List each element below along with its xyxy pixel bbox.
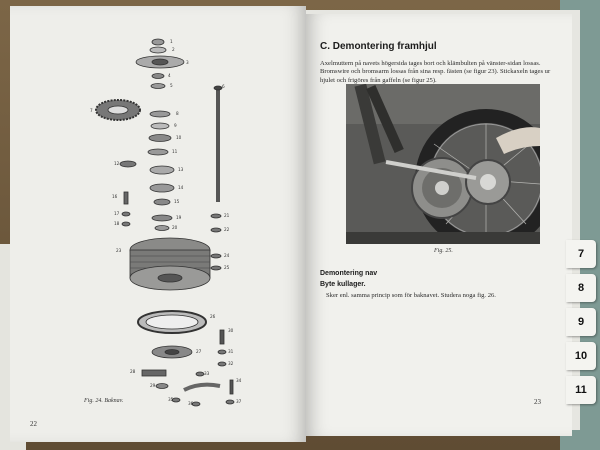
- photo-caption: Fig. 25.: [434, 248, 453, 254]
- svg-text:31: 31: [228, 349, 234, 354]
- svg-text:7: 7: [90, 108, 93, 113]
- svg-text:26: 26: [210, 314, 216, 319]
- right-page: C. Demontering framhjul Axelmuttern på n…: [306, 14, 572, 436]
- svg-text:14: 14: [178, 185, 184, 190]
- svg-text:10: 10: [176, 135, 182, 140]
- svg-text:13: 13: [178, 167, 184, 172]
- svg-text:12: 12: [114, 161, 120, 166]
- svg-text:25: 25: [224, 265, 230, 270]
- svg-text:35: 35: [168, 397, 174, 402]
- svg-text:23: 23: [116, 248, 122, 253]
- svg-text:3: 3: [186, 60, 189, 65]
- svg-text:22: 22: [224, 227, 230, 232]
- nav-heading: Demontering nav: [320, 270, 378, 277]
- svg-text:9: 9: [174, 123, 177, 128]
- photo-illustration: [346, 84, 540, 244]
- svg-text:19: 19: [176, 215, 182, 220]
- svg-text:15: 15: [174, 199, 180, 204]
- svg-text:6: 6: [222, 84, 225, 89]
- svg-text:34: 34: [236, 378, 242, 383]
- svg-text:28: 28: [130, 369, 136, 374]
- svg-text:33: 33: [204, 371, 210, 376]
- svg-text:4: 4: [168, 73, 171, 78]
- svg-text:29: 29: [150, 383, 156, 388]
- svg-text:18: 18: [114, 221, 120, 226]
- svg-text:36: 36: [188, 401, 194, 406]
- index-tab-10[interactable]: 10: [566, 342, 596, 370]
- svg-text:17: 17: [114, 211, 120, 216]
- svg-text:24: 24: [224, 253, 230, 258]
- wheel-hub-photo: [346, 84, 540, 244]
- svg-text:2: 2: [172, 47, 175, 52]
- svg-text:1: 1: [170, 39, 173, 44]
- page-number-right: 23: [534, 398, 541, 406]
- svg-text:5: 5: [170, 83, 173, 88]
- svg-text:8: 8: [176, 111, 179, 116]
- index-tab-8[interactable]: 8: [566, 274, 596, 302]
- index-tab-7[interactable]: 7: [566, 240, 596, 268]
- svg-text:37: 37: [236, 399, 242, 404]
- section-title: C. Demontering framhjul: [320, 41, 437, 52]
- bearing-heading: Byte kullager.: [320, 281, 366, 288]
- intro-paragraph: Axelmuttern på navets högersida tages bo…: [320, 60, 551, 84]
- svg-text:30: 30: [228, 328, 234, 333]
- index-tab-9[interactable]: 9: [566, 308, 596, 336]
- bearing-text: Sker enl. samma princip som för baknavet…: [326, 292, 496, 299]
- svg-text:16: 16: [112, 194, 118, 199]
- svg-text:32: 32: [228, 361, 234, 366]
- figure-caption: Fig. 24. Baknav.: [84, 398, 124, 404]
- svg-text:27: 27: [196, 349, 202, 354]
- svg-text:11: 11: [172, 149, 178, 154]
- index-tab-11[interactable]: 11: [566, 376, 596, 404]
- svg-text:20: 20: [172, 225, 178, 230]
- svg-text:21: 21: [224, 213, 230, 218]
- page-number-left: 22: [30, 420, 37, 428]
